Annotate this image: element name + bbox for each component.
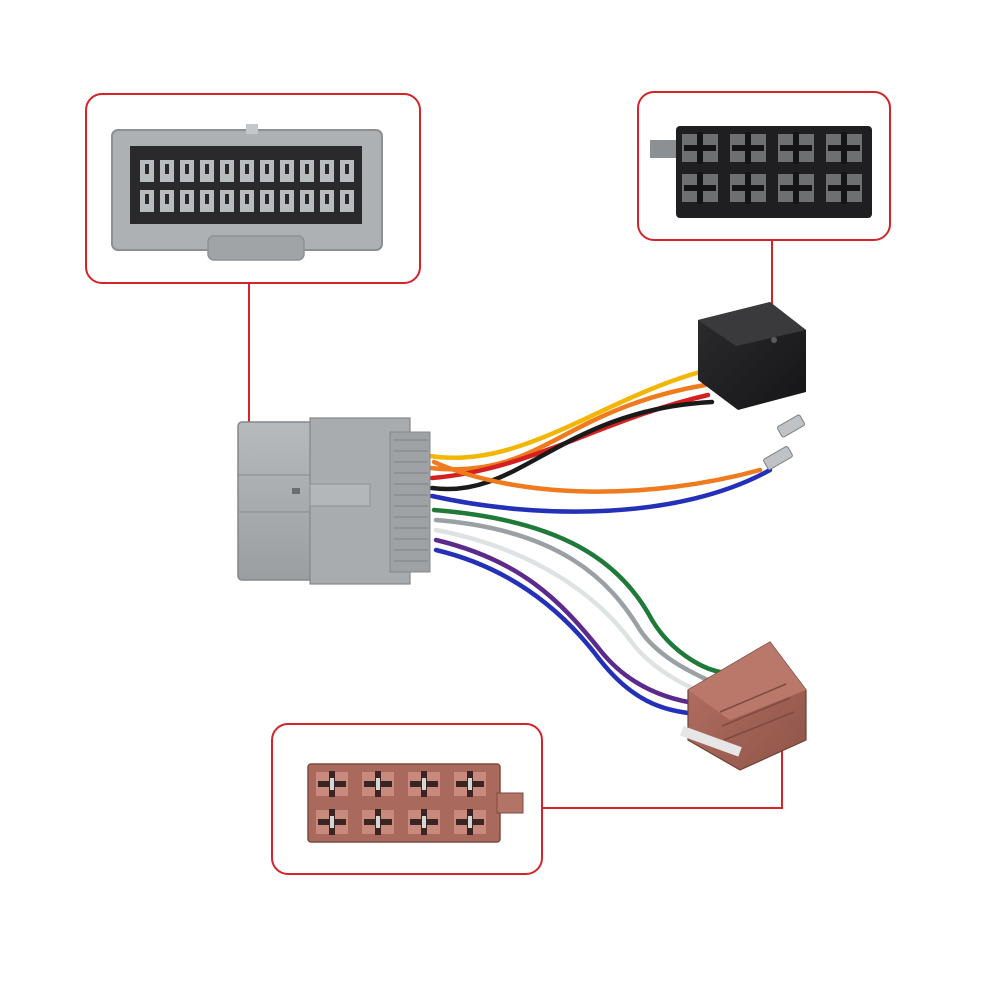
- black-connector-callout: [637, 91, 891, 241]
- wire-green: [431, 507, 723, 675]
- wire-bundle: [427, 369, 773, 717]
- pin-contact: [285, 194, 289, 204]
- leader-line-brown: [542, 730, 783, 809]
- pin-slot: [780, 185, 812, 191]
- pin-slot: [828, 145, 860, 151]
- pin-contact: [205, 194, 209, 204]
- pin-contact: [245, 164, 249, 174]
- pin-contact: [225, 194, 229, 204]
- pin-contact: [330, 778, 334, 790]
- connector-ribs: [394, 439, 428, 562]
- wire-orange-terminal: [431, 459, 763, 494]
- gray-connector-callout: [85, 93, 421, 284]
- pin-slot: [684, 145, 716, 151]
- pin-contact: [325, 164, 329, 174]
- pin-contact: [376, 778, 380, 790]
- pin-contact: [422, 816, 426, 828]
- pin-contact: [305, 164, 309, 174]
- black-iso-connector: [698, 302, 806, 410]
- pin-contact: [305, 194, 309, 204]
- pin-slot: [780, 145, 812, 151]
- black-connector-face: [650, 126, 872, 218]
- pin-contact: [468, 778, 472, 790]
- brown-connector-pins: [316, 771, 486, 835]
- wire-gray: [433, 517, 719, 687]
- pin-slot: [732, 145, 764, 151]
- wire-orange-loop: [427, 382, 708, 472]
- pin-contact: [345, 194, 349, 204]
- wire-blue-lower: [433, 547, 703, 717]
- wire-yellow: [427, 369, 703, 460]
- pin-contact: [205, 164, 209, 174]
- pin-contact: [376, 816, 380, 828]
- black-connector-pins: [682, 132, 862, 204]
- pin-contact: [145, 194, 149, 204]
- pin-contact: [265, 164, 269, 174]
- pin-slot: [684, 185, 716, 191]
- brown-connector-callout: [271, 723, 543, 875]
- pin-contact: [422, 778, 426, 790]
- pin-slot: [732, 185, 764, 191]
- pin-contact: [325, 194, 329, 204]
- wire-white: [433, 527, 713, 697]
- pin-contact: [245, 194, 249, 204]
- pin-contact: [330, 816, 334, 828]
- pin-contact: [185, 164, 189, 174]
- gray-harness-connector: [237, 417, 431, 585]
- pin-contact: [225, 164, 229, 174]
- gray-connector-face: [111, 124, 383, 261]
- pin-contact: [285, 164, 289, 174]
- wire-black: [429, 399, 715, 492]
- brown-connector-face: [307, 763, 524, 843]
- pin-contact: [185, 194, 189, 204]
- pin-contact: [265, 194, 269, 204]
- spade-terminals: [763, 414, 806, 470]
- pin-contact: [145, 164, 149, 174]
- brown-connector-ridges: [719, 683, 795, 741]
- pin-contact: [165, 194, 169, 204]
- gray-connector-pins: [140, 160, 354, 212]
- wire-blue-terminal: [429, 467, 773, 514]
- pin-contact: [345, 164, 349, 174]
- pin-contact: [165, 164, 169, 174]
- pin-contact: [468, 816, 472, 828]
- wire-purple: [433, 537, 703, 707]
- pin-slot: [828, 185, 860, 191]
- brown-iso-connector: [680, 641, 807, 771]
- leader-lines: [248, 240, 783, 809]
